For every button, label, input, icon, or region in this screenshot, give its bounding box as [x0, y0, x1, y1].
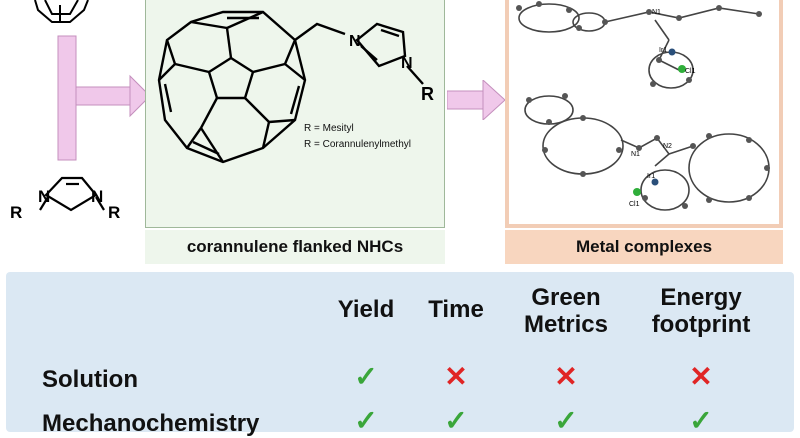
ligand-panel [145, 0, 445, 228]
mechano-time-check: ✓ [444, 405, 468, 436]
imidazole-r-left: R [10, 203, 22, 222]
column-green-metrics: Green Metrics [523, 284, 609, 338]
mechano-yield-check: ✓ [354, 405, 378, 436]
complexes-panel [505, 0, 783, 228]
substituent-corannulenylmethyl: R = Corannulenylmethyl [304, 139, 411, 150]
ligand-caption: corannulene flanked NHCs [145, 230, 445, 264]
complexes-caption: Metal complexes [505, 230, 783, 264]
label-cl1-top: Cl1 [685, 68, 696, 75]
ligand-structure: N N R [157, 10, 434, 164]
label-cl1-bottom: Cl1 [629, 201, 640, 208]
solution-time-cross: ✕ [444, 361, 468, 392]
ligand-n-left: N [349, 33, 361, 50]
label-ir1-top: Ir1 [659, 47, 667, 54]
column-yield: Yield [337, 296, 395, 323]
mechano-energy-check: ✓ [689, 405, 713, 436]
ligand-n-right: N [401, 55, 413, 72]
column-time: Time [428, 296, 484, 323]
left-reactants: N N R R [10, 0, 145, 222]
row-label-mechanochemistry: Mechanochemistry [42, 410, 260, 437]
imidazole-n-right: N [91, 187, 103, 206]
substituent-mesityl: R = Mesityl [304, 123, 354, 134]
column-energy-footprint: Energy footprint [651, 284, 751, 338]
chlorine-atom-bottom [633, 188, 641, 196]
reaction-arrow [447, 80, 506, 120]
label-n2-bottom: N2 [663, 143, 672, 150]
iridium-atom-top [668, 48, 676, 56]
crystal-structures: N1 Ir1 Cl1 N1 N2 Ir1 Cl1 [516, 1, 770, 211]
label-n1-top: N1 [652, 9, 661, 16]
solution-yield-check: ✓ [354, 361, 378, 392]
solution-green-metrics-cross: ✕ [554, 361, 578, 392]
crystal-bottom [524, 95, 770, 211]
corannulene-fragment [34, 0, 89, 23]
row-label-solution: Solution [42, 366, 138, 393]
imidazole-r-right: R [108, 203, 120, 222]
comparison-table: Yield Time Green Metrics Energy footprin… [6, 272, 794, 437]
label-ir1-bottom: Ir1 [647, 173, 655, 180]
ligand-r: R [421, 84, 434, 104]
merge-arrow [57, 35, 145, 161]
iridium-atom-bottom [651, 178, 659, 186]
crystal-bottom-atoms [526, 93, 770, 209]
chlorine-atom-top [678, 65, 686, 73]
mechano-green-metrics-check: ✓ [554, 405, 578, 436]
crystal-top-atoms [516, 1, 762, 87]
imidazole-ring [39, 176, 105, 212]
crystal-top [518, 3, 760, 89]
imidazole-n-left: N [38, 187, 50, 206]
label-n1-bottom: N1 [631, 151, 640, 158]
solution-energy-cross: ✕ [689, 361, 713, 392]
